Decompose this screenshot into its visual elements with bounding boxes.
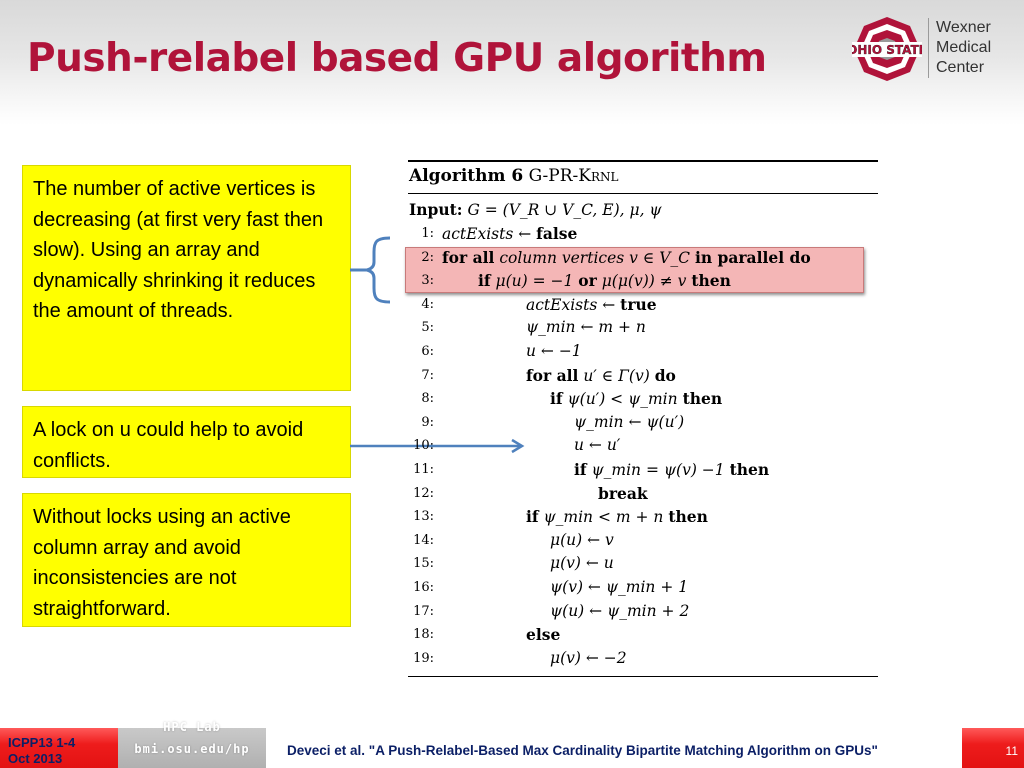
algorithm-line-2: 2: for all column vertices v ∈ V_C in par… — [408, 246, 878, 270]
arrow-to-line-10 — [350, 438, 525, 454]
algorithm-top-rule — [408, 160, 878, 162]
input-value: G = (V_R ∪ V_C, E), μ, ψ — [467, 201, 662, 219]
line-code: ψ(u) ← ψ_min + 2 — [550, 601, 690, 620]
conference-line-2: Oct 2013 — [8, 751, 63, 766]
line-number: 13: — [413, 509, 434, 525]
slide-header — [0, 0, 1024, 125]
line-code: μ(v) ← u — [550, 554, 614, 573]
logo-line-2: Medical — [936, 39, 992, 56]
paper-citation: Deveci et al. "A Push-Relabel-Based Max … — [287, 743, 878, 758]
line-number: 15: — [413, 556, 434, 572]
line-code: u ← −1 — [526, 341, 582, 360]
ohio-state-logo-icon: OHIO STATE — [852, 17, 922, 81]
line-number: 17: — [413, 603, 434, 619]
note-without-locks: Without locks using an active column arr… — [22, 493, 351, 627]
conference-line-1: ICPP13 1-4 — [8, 735, 76, 750]
algorithm-line-14: 14: μ(u) ← v — [408, 529, 878, 553]
logo-text: Wexner Medical Center — [936, 18, 991, 78]
slide-title: Push-relabel based GPU algorithm — [27, 36, 767, 81]
note-lock-on-u: A lock on u could help to avoid conflict… — [22, 406, 351, 478]
algorithm-line-15: 15: μ(v) ← u — [408, 552, 878, 576]
line-number: 3: — [421, 273, 434, 289]
hpc-lab-label: HPC Lab bmi.osu.edu/hp — [118, 716, 266, 760]
line-number: 10: — [413, 438, 434, 454]
logo-line-1: Wexner — [936, 19, 991, 36]
algorithm-line-11: 11: if ψ_min = ψ(v) −1 then — [408, 458, 878, 482]
algorithm-line-3: 3: if μ(u) = −1 or μ(μ(v)) ≠ v then — [408, 269, 878, 293]
line-code: break — [598, 483, 648, 503]
line-code: actExists ← true — [526, 294, 657, 314]
algorithm-line-19: 19: μ(v) ← −2 — [408, 647, 878, 671]
line-code: u ← u′ — [574, 436, 621, 455]
algorithm-line-10: 10: u ← u′ — [408, 434, 878, 458]
algorithm-line-18: 18: else — [408, 623, 878, 647]
algorithm-line-16: 16: ψ(v) ← ψ_min + 1 — [408, 576, 878, 600]
algorithm-line-13: 13: if ψ_min < m + n then — [408, 505, 878, 529]
line-number: 19: — [413, 650, 434, 666]
algorithm-block: Algorithm 6 G-PR-Krnl Input: G = (V_R ∪ … — [408, 160, 878, 678]
line-code: if μ(u) = −1 or μ(μ(v)) ≠ v then — [478, 271, 731, 291]
note-active-vertices: The number of active vertices is decreas… — [22, 165, 351, 391]
line-number: 2: — [421, 249, 434, 265]
line-code: if ψ_min = ψ(v) −1 then — [574, 459, 770, 479]
line-number: 14: — [413, 532, 434, 548]
algorithm-line-5: 5: ψ_min ← m + n — [408, 316, 878, 340]
line-number: 6: — [421, 343, 434, 359]
algorithm-caption: Algorithm 6 G-PR-Krnl — [408, 162, 878, 189]
page-number: 11 — [1005, 744, 1018, 758]
line-code: ψ(v) ← ψ_min + 1 — [550, 577, 689, 596]
hpc-lab-url: bmi.osu.edu/hp — [134, 742, 250, 756]
line-number: 16: — [413, 579, 434, 595]
algorithm-name: G-PR-Krnl — [528, 166, 619, 186]
line-code: if ψ(u′) < ψ_min then — [550, 389, 723, 409]
algorithm-caption-rule — [408, 193, 878, 194]
line-code: μ(v) ← −2 — [550, 648, 627, 667]
line-number: 18: — [413, 627, 434, 643]
algorithm-line-1: 1: actExists ← false — [408, 222, 878, 246]
hpc-lab-name: HPC Lab — [163, 720, 221, 734]
line-code: if ψ_min < m + n then — [526, 507, 708, 527]
algorithm-line-12: 12: break — [408, 482, 878, 506]
line-code: ψ_min ← m + n — [526, 318, 646, 337]
algorithm-line-6: 6: u ← −1 — [408, 340, 878, 364]
line-code: for all column vertices v ∈ V_C in paral… — [442, 247, 811, 267]
algorithm-input: Input: G = (V_R ∪ V_C, E), μ, ψ — [408, 194, 878, 222]
footer-lab-panel — [118, 728, 266, 768]
algorithm-line-7: 7: for all u′ ∈ Γ(v) do — [408, 364, 878, 388]
highlight-lines-2-3 — [405, 247, 864, 293]
line-number: 1: — [421, 226, 434, 241]
line-code: actExists ← false — [442, 224, 578, 243]
input-label: Input: — [409, 200, 463, 219]
algorithm-bottom-rule — [408, 676, 878, 678]
line-number: 7: — [421, 367, 434, 383]
algorithm-lines: 1: actExists ← false 2: for all column vert… — [408, 222, 878, 670]
line-number: 5: — [421, 320, 434, 336]
algorithm-line-8: 8: if ψ(u′) < ψ_min then — [408, 387, 878, 411]
logo-line-3: Center — [936, 59, 985, 76]
curly-brace-connector — [350, 236, 391, 304]
line-code: ψ_min ← ψ(u′) — [574, 412, 685, 431]
line-number: 4: — [421, 296, 434, 312]
line-number: 8: — [421, 391, 434, 407]
line-code: for all u′ ∈ Γ(v) do — [526, 365, 676, 385]
algorithm-label: Algorithm 6 — [409, 166, 524, 186]
algorithm-line-9: 9: ψ_min ← ψ(u′) — [408, 411, 878, 435]
line-number: 12: — [413, 485, 434, 501]
logo-divider — [928, 18, 929, 78]
line-number: 11: — [413, 461, 434, 477]
algorithm-line-4: 4: actExists ← true — [408, 293, 878, 317]
line-code: μ(u) ← v — [550, 530, 614, 549]
conference-label: ICPP13 1-4 Oct 2013 — [8, 735, 75, 767]
algorithm-line-17: 17: ψ(u) ← ψ_min + 2 — [408, 600, 878, 624]
line-code: else — [526, 625, 561, 645]
footer-citation-panel — [266, 728, 962, 768]
line-number: 9: — [421, 414, 434, 430]
footer-red-right — [962, 728, 1024, 768]
logo-mark-text: OHIO STATE — [852, 43, 922, 57]
footer-red-left — [0, 728, 118, 768]
